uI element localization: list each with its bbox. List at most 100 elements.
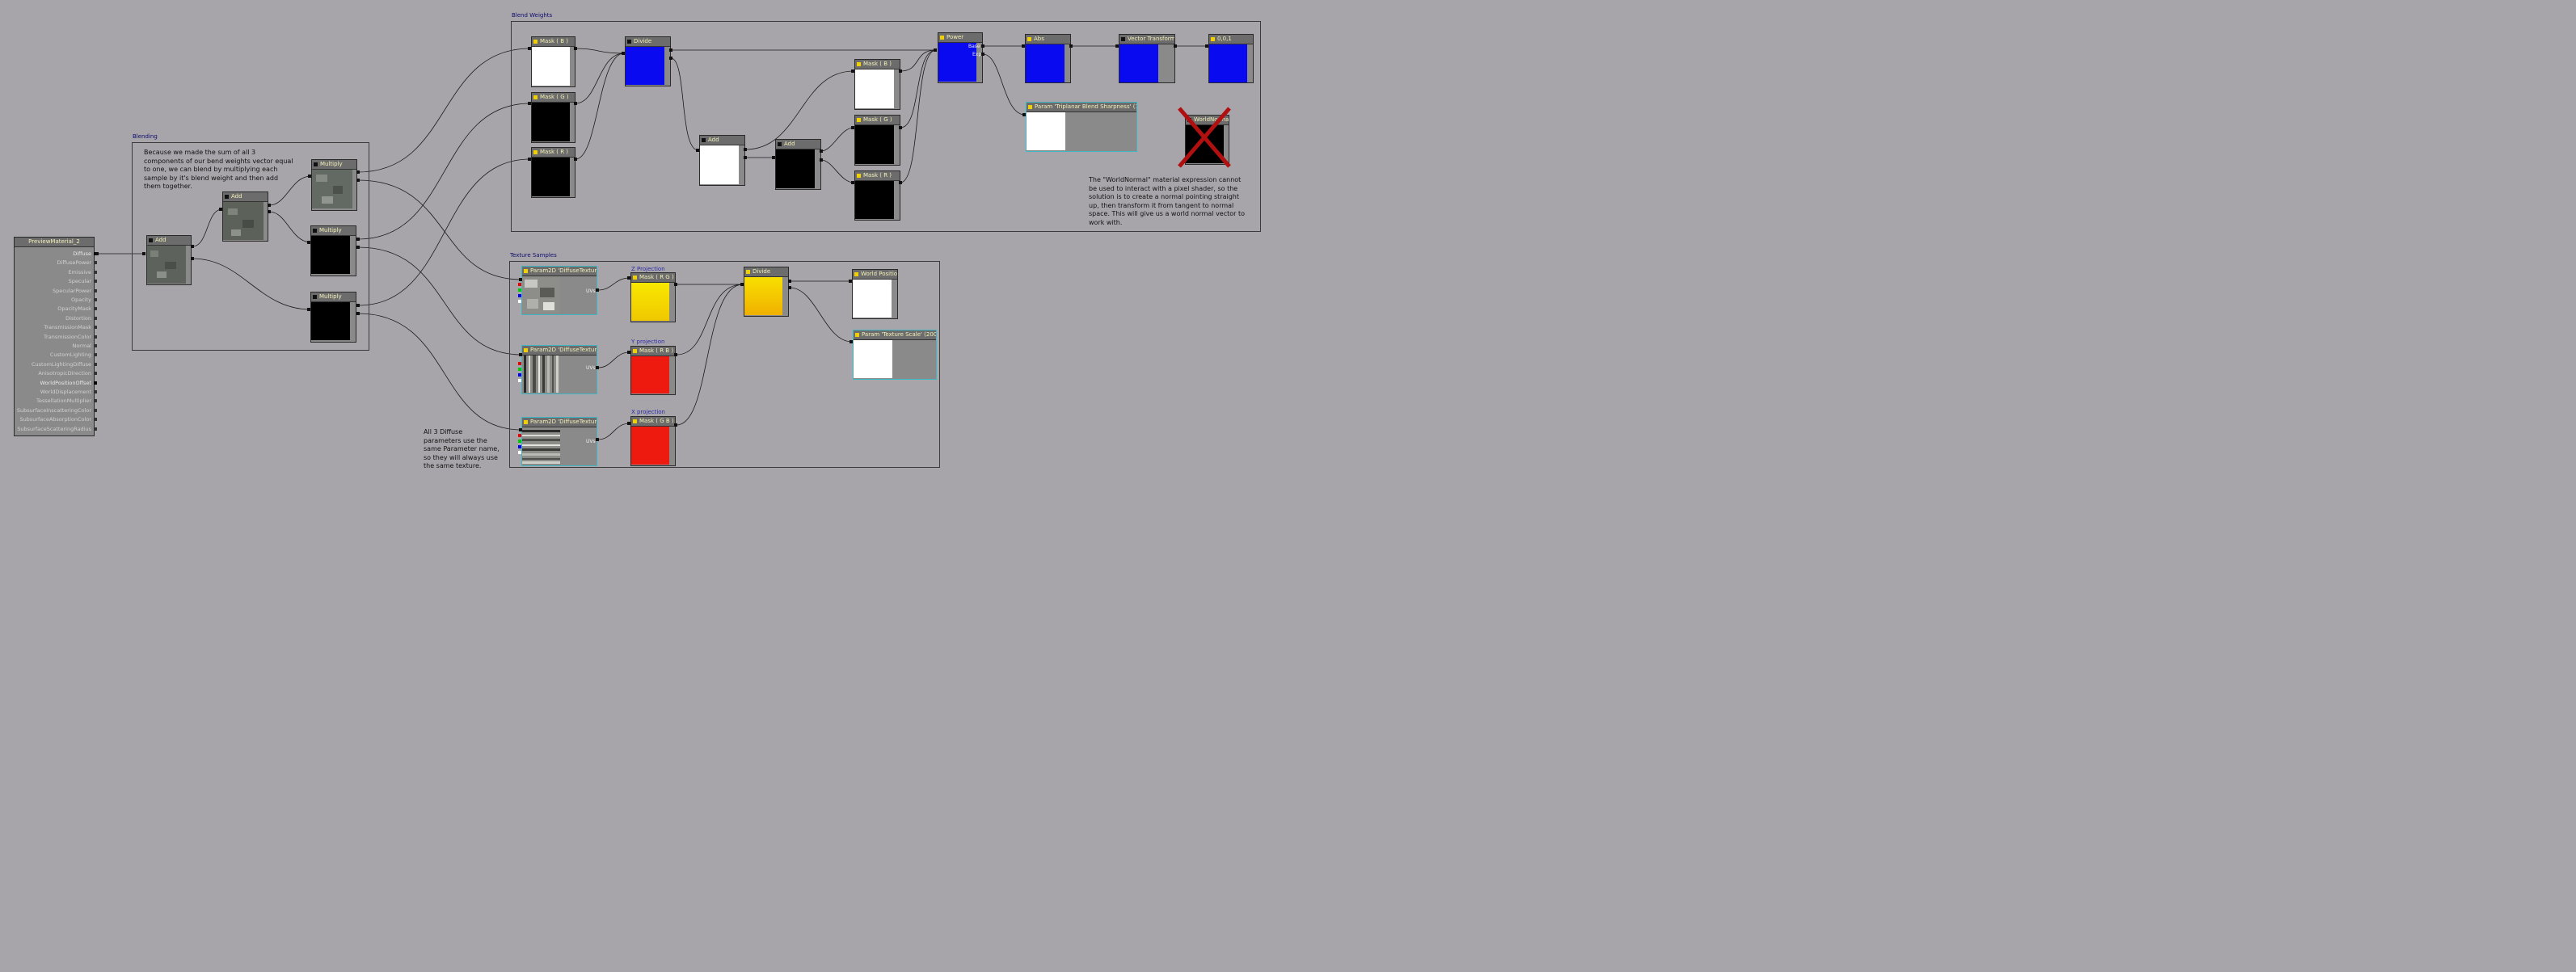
pin[interactable] [851, 181, 854, 184]
pin[interactable] [772, 156, 775, 159]
pin[interactable] [744, 148, 747, 151]
mask-g-node[interactable]: Mask ( G ) [531, 92, 575, 143]
material-input-tessellationmultiplier[interactable]: TessellationMultiplier [36, 398, 97, 404]
pin[interactable] [356, 304, 360, 307]
pin[interactable] [356, 170, 360, 174]
material-input-transmissionmask[interactable]: TransmissionMask [44, 324, 97, 330]
pin[interactable] [740, 283, 744, 286]
material-input-subsurfaceabsorptioncolor[interactable]: SubsurfaceAbsorptionColor [19, 416, 97, 423]
material-input-pin[interactable] [94, 344, 97, 347]
param2d-2-node[interactable]: Param2D 'DiffuseTexture' UVs [521, 345, 597, 394]
material-input-pin[interactable] [94, 372, 97, 376]
mask-r-node[interactable]: Mask ( R ) [531, 147, 575, 198]
pin[interactable] [574, 158, 577, 161]
pin[interactable] [1115, 44, 1119, 48]
material-input-pin[interactable] [94, 270, 97, 274]
constant-node[interactable]: 0,0,1 [1208, 34, 1254, 83]
add-w2-node[interactable]: Add [775, 139, 821, 190]
material-input-pin[interactable] [94, 261, 97, 265]
pin[interactable] [142, 252, 145, 255]
material-input-pin[interactable] [94, 353, 97, 357]
material-input-pin[interactable] [94, 288, 97, 292]
material-input-pin[interactable] [94, 418, 97, 422]
material-input-transmissioncolor[interactable]: TransmissionColor [44, 334, 97, 340]
pin[interactable] [1205, 44, 1208, 48]
divide-weights-node[interactable]: Divide [625, 36, 671, 86]
pin[interactable] [1174, 44, 1177, 48]
material-input-opacitymask[interactable]: OpacityMask [57, 305, 97, 312]
material-input-pin[interactable] [94, 326, 97, 330]
pin[interactable] [219, 208, 222, 211]
pin[interactable] [674, 283, 677, 286]
pin[interactable] [788, 280, 791, 283]
pin[interactable] [356, 246, 360, 249]
pin[interactable] [528, 158, 531, 161]
material-input-diffusepower[interactable]: DiffusePower [57, 259, 97, 266]
add-mid-node[interactable]: Add [222, 191, 268, 242]
mask-b2-node[interactable]: Mask ( B ) [854, 59, 900, 110]
material-input-anisotropicdirection[interactable]: AnisotropicDirection [38, 370, 97, 377]
pin[interactable] [191, 257, 194, 260]
material-input-worlddisplacement[interactable]: WorldDisplacement [40, 389, 97, 395]
material-input-pin[interactable] [94, 390, 97, 393]
mask-b-node[interactable]: Mask ( B ) [531, 36, 575, 87]
material-input-worldpositionoffset[interactable]: WorldPositionOffset [40, 380, 97, 386]
pin[interactable] [669, 48, 672, 52]
material-input-pin[interactable] [94, 399, 97, 403]
material-input-pin[interactable] [94, 427, 97, 431]
pin[interactable] [308, 175, 311, 178]
pin[interactable] [596, 288, 599, 292]
pin[interactable] [899, 181, 902, 184]
material-input-pin[interactable] [94, 408, 97, 412]
pin[interactable] [627, 351, 630, 354]
pin[interactable] [191, 245, 194, 248]
param2d-3-node[interactable]: Param2D 'DiffuseTexture' UVs [521, 417, 597, 466]
pin[interactable] [596, 366, 599, 369]
material-input-emissive[interactable]: Emissive [68, 269, 97, 276]
pin[interactable] [268, 204, 271, 207]
comment-blending[interactable]: Blending [132, 133, 369, 351]
material-input-pin[interactable] [94, 280, 97, 284]
pin[interactable] [851, 126, 854, 129]
pin[interactable] [356, 312, 360, 315]
pin[interactable] [528, 102, 531, 105]
pin[interactable] [820, 158, 823, 162]
pin[interactable] [627, 422, 630, 425]
mask-gb-node[interactable]: Mask ( G B ) [630, 416, 676, 466]
pin[interactable] [574, 47, 577, 50]
pin[interactable] [528, 47, 531, 50]
pin[interactable] [849, 280, 852, 283]
material-input-customlightingdiffuse[interactable]: CustomLightingDiffuse [32, 361, 97, 368]
material-input-subsurfacescatteringradius[interactable]: SubsurfaceScatteringRadius [17, 426, 97, 432]
pin[interactable] [596, 438, 599, 441]
pin[interactable] [356, 179, 360, 182]
pin[interactable] [1022, 113, 1026, 116]
mask-r2-node[interactable]: Mask ( R ) [854, 170, 900, 221]
pin[interactable] [981, 53, 984, 56]
abs-node[interactable]: Abs [1025, 34, 1071, 83]
pin[interactable] [788, 286, 791, 289]
material-input-pin[interactable] [94, 316, 97, 320]
add-w1-node[interactable]: Add [699, 135, 745, 186]
multiply-1-node[interactable]: Multiply [311, 159, 357, 211]
pin[interactable] [674, 353, 677, 356]
pin[interactable] [669, 57, 672, 60]
pin[interactable] [850, 340, 853, 343]
material-input-customlighting[interactable]: CustomLighting [50, 351, 97, 358]
pin[interactable] [820, 149, 823, 153]
pin[interactable] [1022, 44, 1025, 48]
multiply-2-node[interactable]: Multiply [310, 225, 356, 276]
mask-g2-node[interactable]: Mask ( G ) [854, 115, 900, 166]
pin[interactable] [519, 278, 522, 281]
pin[interactable] [627, 276, 630, 280]
comment-texture-samples[interactable]: Texture Samples [509, 252, 940, 468]
pin[interactable] [307, 241, 310, 244]
pin[interactable] [1069, 44, 1073, 48]
mask-rg-node[interactable]: Mask ( R G ) [630, 272, 676, 322]
param-sharpness-node[interactable]: Param 'Triplanar Blend Sharpness' (10) [1026, 102, 1137, 152]
multiply-3-node[interactable]: Multiply [310, 292, 356, 343]
material-input-diffuse[interactable]: Diffuse [73, 250, 97, 257]
pin[interactable] [899, 69, 902, 73]
material-input-normal[interactable]: Normal [72, 343, 97, 349]
